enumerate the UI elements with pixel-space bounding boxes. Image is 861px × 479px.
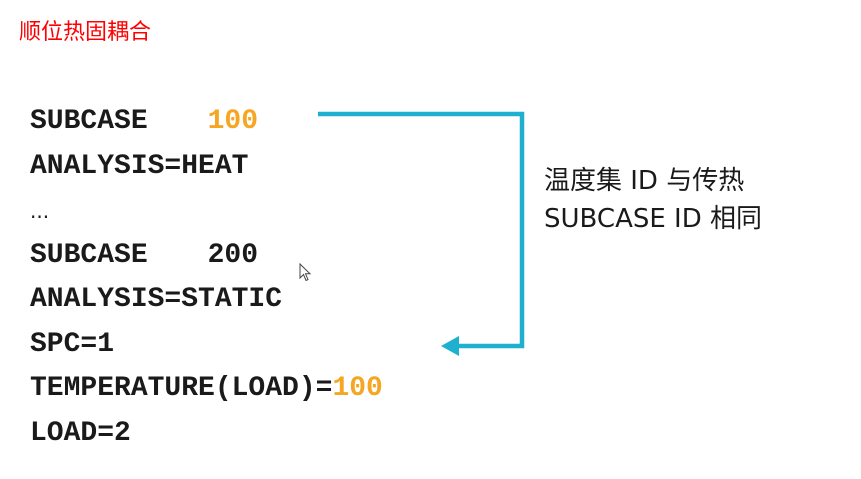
- explanation-note: 温度集 ID 与传热 SUBCASE ID 相同: [544, 162, 762, 238]
- code-line-ellipsis: ...: [30, 199, 50, 223]
- code-line-subcase-heat: SUBCASE 100: [30, 100, 383, 145]
- code-line-spc: SPC=1: [30, 328, 115, 360]
- subcase-static-id: 200: [207, 239, 259, 271]
- note-line-2: SUBCASE ID 相同: [544, 204, 763, 234]
- note-line-1: 温度集 ID 与传热: [544, 166, 745, 196]
- temperature-keyword: TEMPERATURE(LOAD)=: [30, 373, 333, 404]
- subcase-keyword: SUBCASE: [30, 106, 148, 137]
- temperature-load-id: 100: [332, 373, 383, 404]
- page-title: 顺位热固耦合: [19, 20, 152, 45]
- code-line-subcase-static: SUBCASE 200: [30, 234, 383, 279]
- mouse-pointer-icon: [299, 263, 312, 282]
- code-line-load: LOAD=2: [30, 417, 131, 449]
- subcase-keyword: SUBCASE: [30, 239, 148, 271]
- code-line-temperature: TEMPERATURE(LOAD)=100: [30, 367, 383, 412]
- subcase-heat-id: 100: [207, 106, 259, 137]
- code-line-analysis-static: ANALYSIS=STATIC: [30, 284, 283, 315]
- code-line-analysis-heat: ANALYSIS=HEAT: [30, 150, 249, 182]
